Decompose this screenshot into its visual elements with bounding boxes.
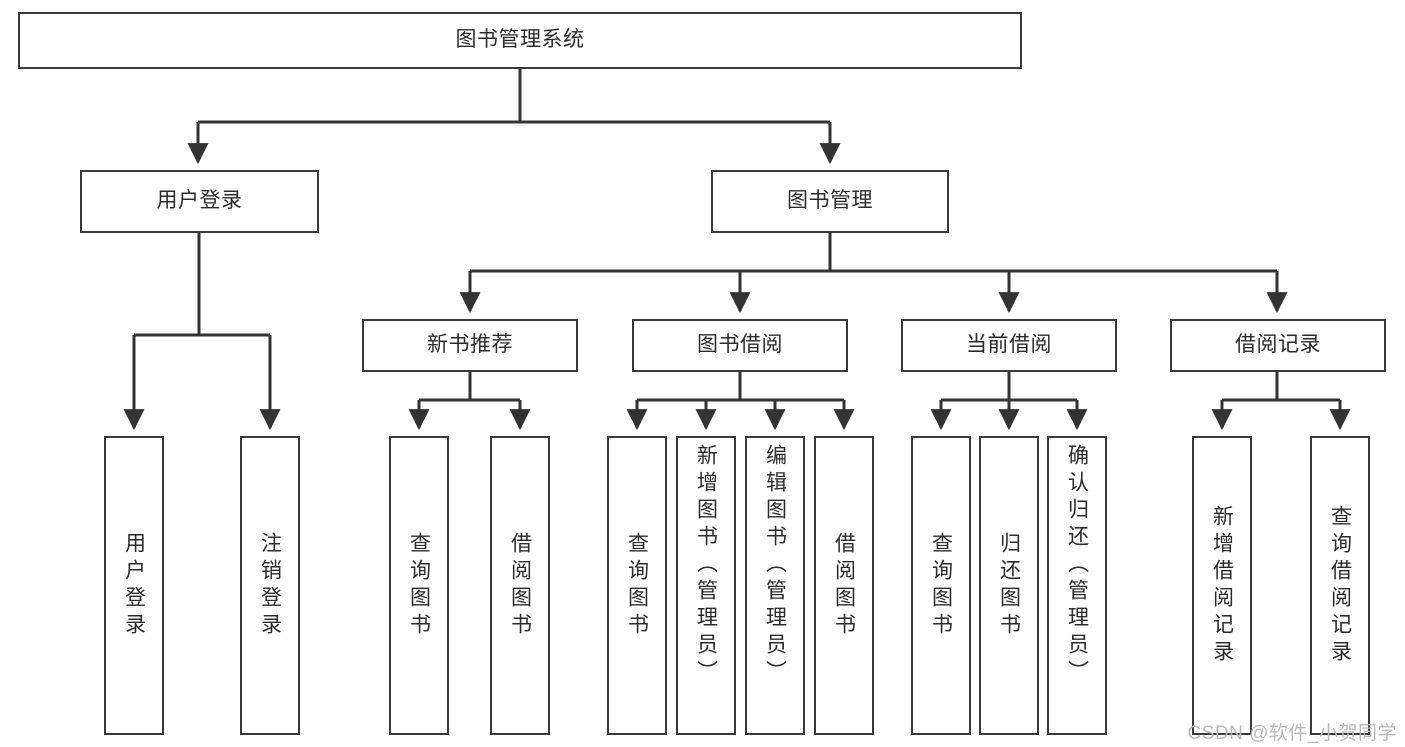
node-new-book-recommend[interactable]: 新书推荐 (362, 319, 578, 372)
node-leaf-query-book-3-label: 查询图书 (929, 531, 953, 640)
node-leaf-return-book[interactable]: 归还图书 (979, 436, 1039, 735)
node-leaf-query-record-label: 查询借阅记录 (1328, 504, 1352, 667)
node-leaf-confirm-return-label: 确认归还（管理员） (1065, 444, 1089, 687)
node-current-borrow-label: 当前借阅 (966, 333, 1052, 357)
node-root-label: 图书管理系统 (455, 28, 585, 52)
node-leaf-query-record[interactable]: 查询借阅记录 (1310, 436, 1370, 735)
node-leaf-return-book-label: 归还图书 (997, 531, 1021, 640)
node-book-borrow-label: 图书借阅 (697, 333, 783, 357)
node-book-borrow[interactable]: 图书借阅 (632, 319, 848, 372)
node-leaf-borrow-book-2[interactable]: 借阅图书 (814, 436, 874, 735)
node-leaf-add-record-label: 新增借阅记录 (1210, 504, 1234, 667)
node-leaf-add-book[interactable]: 新增图书（管理员） (676, 436, 736, 735)
node-leaf-borrow-book-2-label: 借阅图书 (832, 531, 856, 640)
node-leaf-query-book-2[interactable]: 查询图书 (607, 436, 667, 735)
node-leaf-user-login-label: 用户登录 (122, 531, 146, 640)
node-leaf-logout-label: 注销登录 (258, 531, 282, 640)
node-user-login[interactable]: 用户登录 (80, 170, 319, 233)
node-leaf-edit-book[interactable]: 编辑图书（管理员） (745, 436, 805, 735)
node-book-manage[interactable]: 图书管理 (711, 170, 949, 233)
node-leaf-query-book-1-label: 查询图书 (407, 531, 431, 640)
node-leaf-logout[interactable]: 注销登录 (240, 436, 300, 735)
node-leaf-add-record[interactable]: 新增借阅记录 (1192, 436, 1252, 735)
node-root[interactable]: 图书管理系统 (18, 12, 1022, 69)
node-current-borrow[interactable]: 当前借阅 (901, 319, 1117, 372)
node-leaf-borrow-book-1[interactable]: 借阅图书 (490, 436, 550, 735)
node-leaf-confirm-return[interactable]: 确认归还（管理员） (1047, 436, 1107, 735)
node-borrow-record-label: 借阅记录 (1235, 333, 1321, 357)
node-user-login-label: 用户登录 (156, 189, 243, 213)
node-borrow-record[interactable]: 借阅记录 (1170, 319, 1386, 372)
node-leaf-query-book-3[interactable]: 查询图书 (911, 436, 971, 735)
node-leaf-borrow-book-1-label: 借阅图书 (508, 531, 532, 640)
node-leaf-edit-book-label: 编辑图书（管理员） (763, 444, 787, 687)
node-leaf-query-book-1[interactable]: 查询图书 (389, 436, 449, 735)
node-book-manage-label: 图书管理 (787, 189, 873, 213)
node-leaf-user-login[interactable]: 用户登录 (104, 436, 164, 735)
node-new-book-recommend-label: 新书推荐 (427, 333, 513, 357)
node-leaf-query-book-2-label: 查询图书 (625, 531, 649, 640)
node-leaf-add-book-label: 新增图书（管理员） (694, 444, 718, 687)
